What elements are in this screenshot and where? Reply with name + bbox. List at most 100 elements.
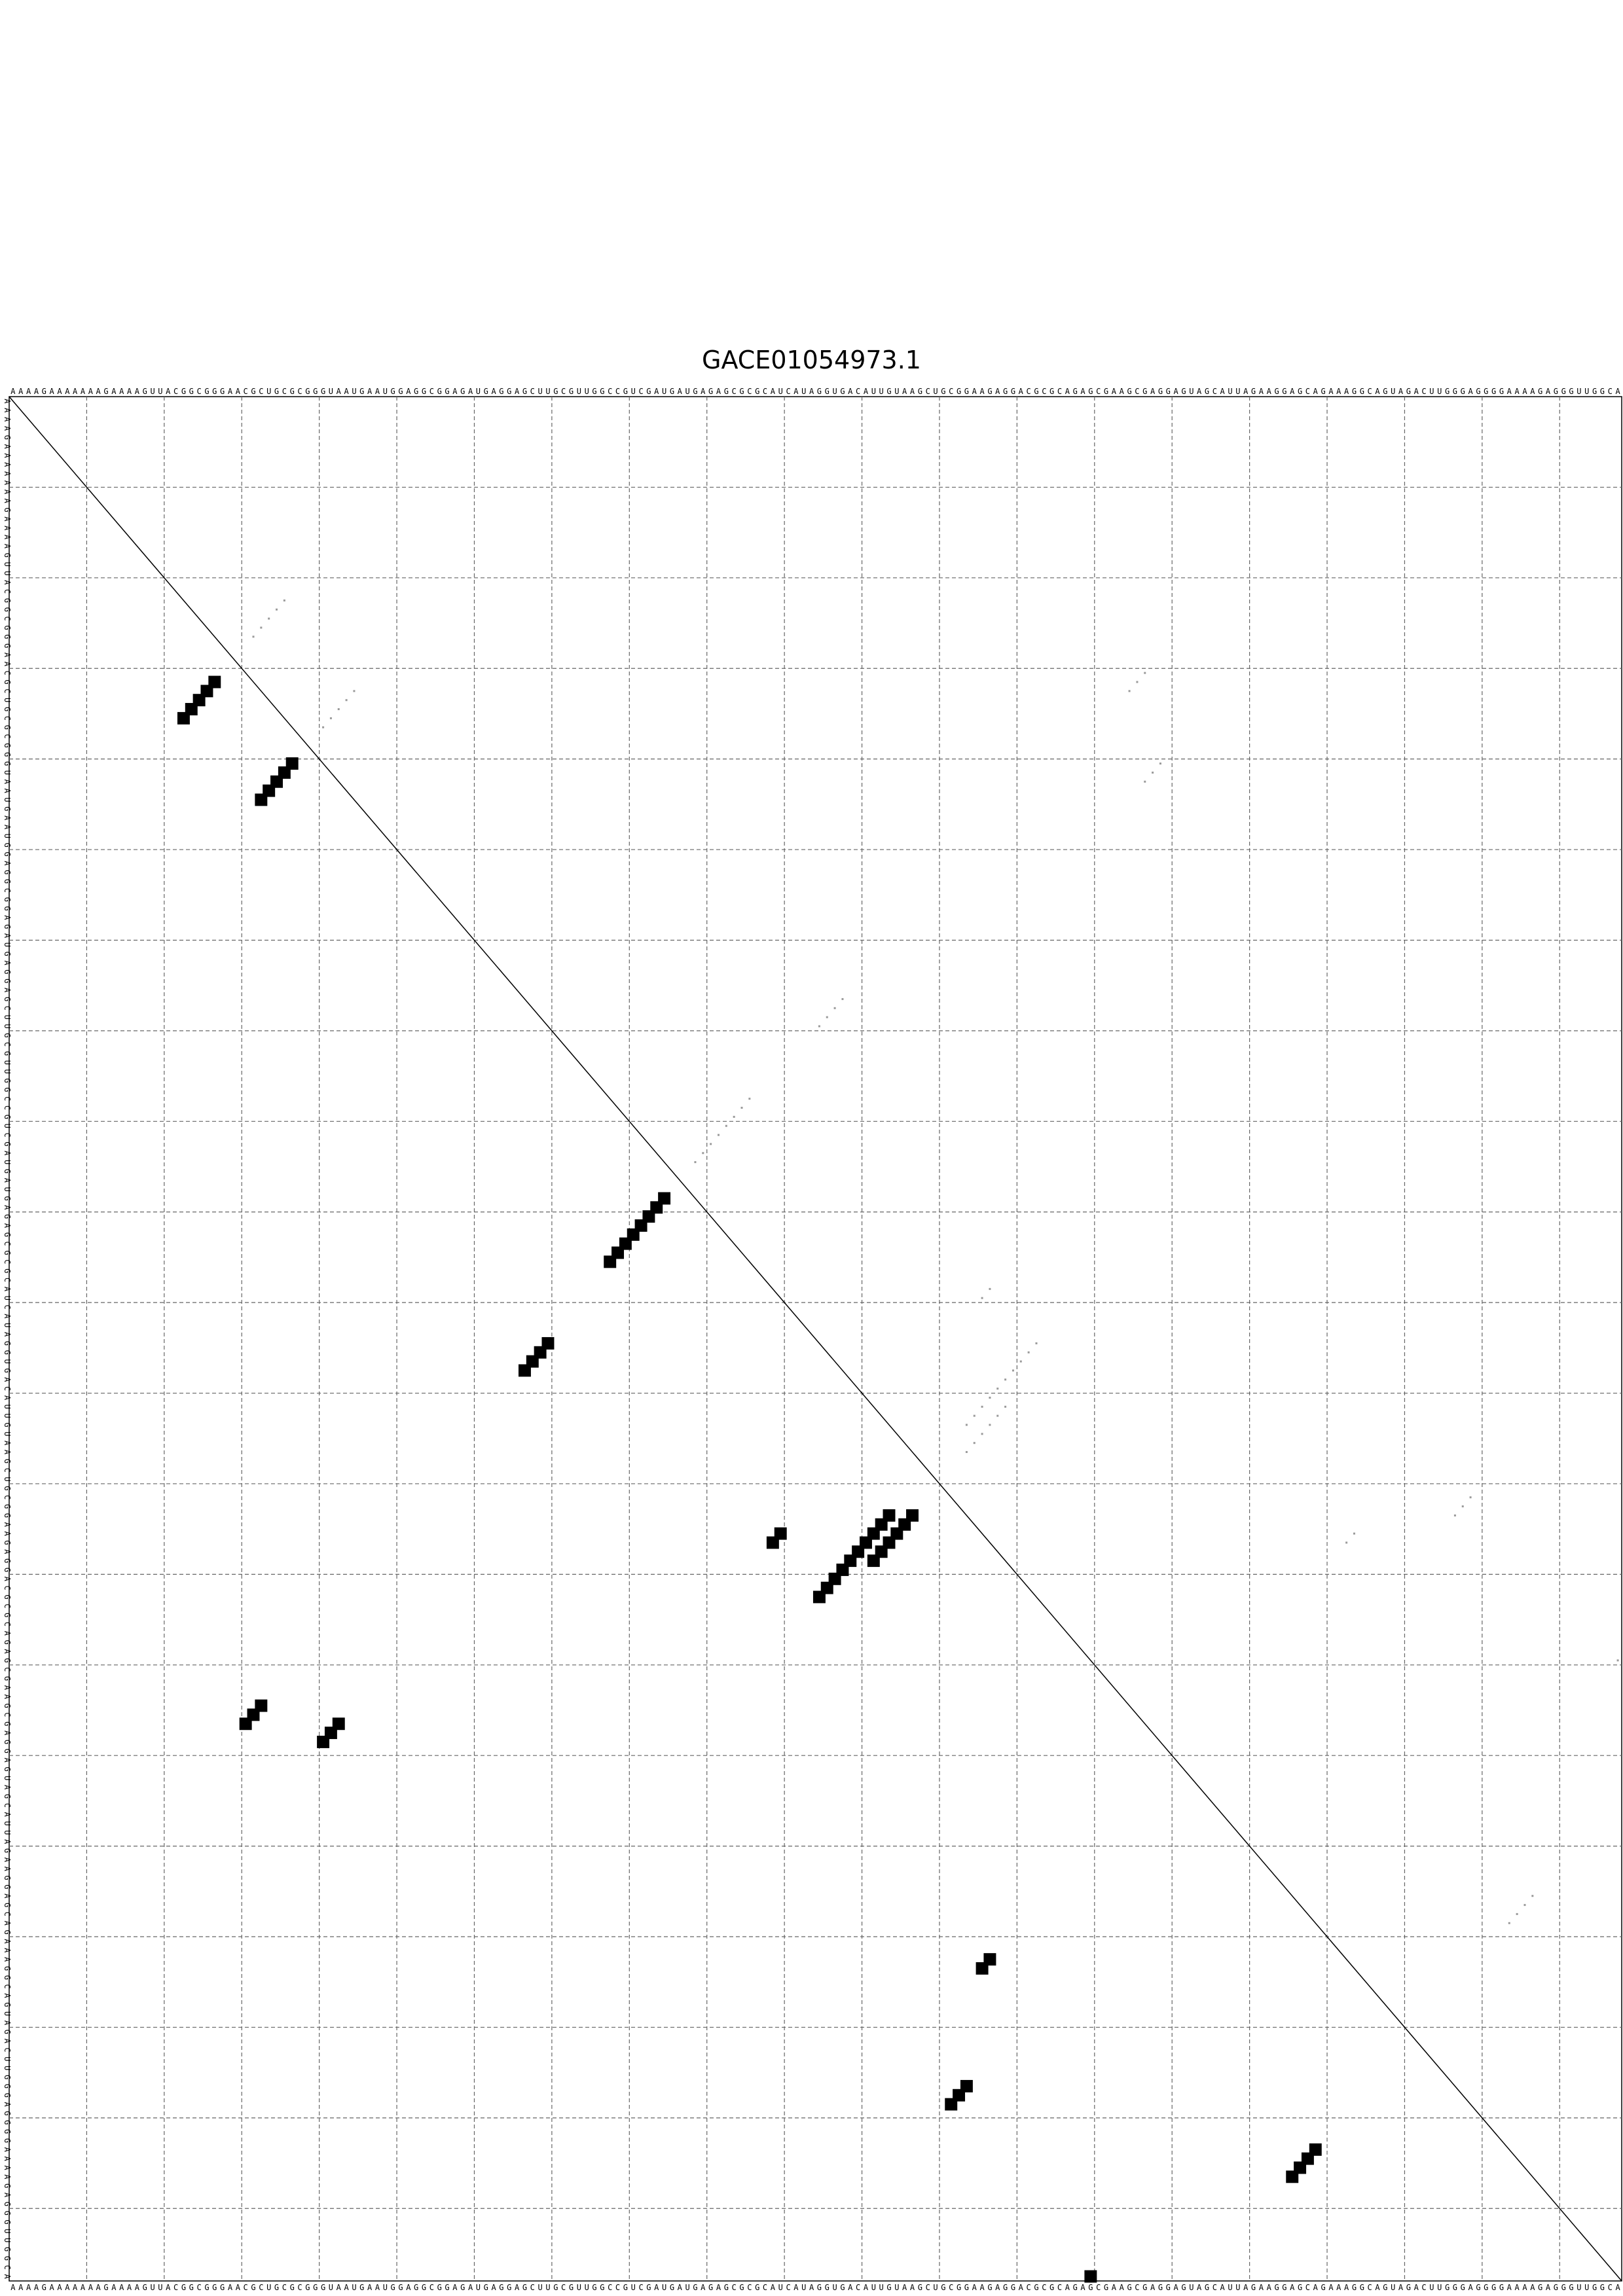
sequence-letter-bottom: G: [1499, 2283, 1504, 2292]
sequence-letter-left: A: [3, 1631, 12, 1636]
sequence-letter-left: U: [3, 1821, 12, 1825]
sequence-letter-left: G: [3, 625, 12, 630]
basepair-dot-upper: [1523, 1904, 1526, 1907]
sequence-letter-bottom: C: [1057, 2283, 1062, 2292]
basepair-dot-upper: [1531, 1895, 1534, 1897]
sequence-letter-top: G: [321, 387, 325, 396]
sequence-letter-bottom: A: [1220, 2283, 1226, 2292]
sequence-letter-left: G: [3, 435, 12, 440]
sequence-letter-bottom: G: [1127, 2283, 1131, 2292]
sequence-letter-top: U: [150, 387, 155, 396]
sequence-letter-bottom: A: [1259, 2283, 1264, 2292]
sequence-letter-left: G: [3, 1794, 12, 1799]
sequence-letter-left: A: [3, 915, 12, 920]
sequence-letter-bottom: G: [825, 2283, 830, 2292]
sequence-letter-bottom: G: [670, 2283, 674, 2292]
sequence-letter-left: G: [3, 1051, 12, 1056]
sequence-letter-bottom: A: [135, 2283, 140, 2292]
sequence-letter-top: A: [1243, 387, 1249, 396]
sequence-letter-bottom: G: [391, 2283, 395, 2292]
sequence-letter-top: G: [398, 387, 403, 396]
basepair-box: [541, 1336, 555, 1350]
sequence-letter-left: C: [3, 1242, 12, 1246]
sequence-letter-top: G: [1592, 387, 1597, 396]
sequence-letter-bottom: G: [212, 2283, 217, 2292]
sequence-letter-left: A: [3, 2039, 12, 2044]
basepair-dot-upper: [702, 1152, 704, 1155]
sequence-letter-bottom: A: [678, 2283, 683, 2292]
sequence-letter-bottom: U: [662, 2283, 666, 2292]
sequence-letter-top: G: [553, 387, 558, 396]
sequence-letter-left: C: [3, 1468, 12, 1473]
sequence-letter-top: A: [864, 387, 869, 396]
basepair-dot-upper: [996, 1414, 999, 1417]
sequence-letter-left: U: [3, 1830, 12, 1835]
sequence-letter-left: A: [3, 1577, 12, 1582]
sequence-letter-left: A: [3, 1921, 12, 1926]
sequence-letter-top: A: [119, 387, 124, 396]
sequence-letter-bottom: G: [964, 2283, 969, 2292]
sequence-letter-left: G: [3, 752, 12, 757]
sequence-letter-bottom: G: [189, 2283, 194, 2292]
sequence-letter-left: G: [3, 1115, 12, 1119]
sequence-letter-left: G: [3, 906, 12, 910]
sequence-letter-top: G: [204, 387, 209, 396]
sequence-letter-bottom: C: [638, 2283, 643, 2292]
sequence-letter-left: A: [3, 426, 12, 431]
sequence-letter-top: A: [1259, 387, 1264, 396]
basepair-dot-upper: [1012, 1369, 1014, 1372]
sequence-letter-left: G: [3, 1232, 12, 1237]
sequence-letter-bottom: G: [1104, 2283, 1108, 2292]
sequence-letter-bottom: G: [623, 2283, 628, 2292]
basepair-dot-upper: [353, 690, 356, 692]
basepair-dot-upper: [833, 1007, 836, 1009]
sequence-letter-top: U: [1429, 387, 1434, 396]
sequence-letter-left: G: [3, 761, 12, 766]
sequence-letter-bottom: A: [1150, 2283, 1156, 2292]
sequence-letter-top: U: [329, 387, 333, 396]
sequence-letter-top: A: [1019, 387, 1024, 396]
sequence-letter-top: C: [638, 387, 643, 396]
basepair-dot-upper: [989, 1287, 991, 1290]
sequence-letter-left: G: [3, 1504, 12, 1509]
sequence-letter-left: A: [3, 861, 12, 866]
sequence-letter-bottom: G: [321, 2283, 325, 2292]
basepair-dot-upper: [345, 699, 348, 702]
sequence-letter-top: A: [1546, 387, 1551, 396]
sequence-letter-left: A: [3, 471, 12, 476]
sequence-letter-bottom: U: [1577, 2283, 1581, 2292]
sequence-letter-left: G: [3, 2030, 12, 2034]
sequence-letter-bottom: U: [158, 2283, 162, 2292]
basepair-box: [255, 1699, 268, 1712]
basepair-box: [658, 1192, 671, 1205]
sequence-letter-top: G: [1406, 387, 1411, 396]
sequence-letter-bottom: A: [515, 2283, 520, 2292]
sequence-letter-top: C: [1368, 387, 1372, 396]
sequence-letter-bottom: A: [1080, 2283, 1085, 2292]
sequence-letter-left: C: [3, 888, 12, 893]
sequence-letter-bottom: C: [608, 2283, 612, 2292]
sequence-letter-top: U: [352, 387, 356, 396]
sequence-letter-left: U: [3, 1414, 12, 1418]
sequence-letter-top: A: [1507, 387, 1512, 396]
sequence-letter-left: G: [3, 1975, 12, 1980]
sequence-letter-bottom: U: [778, 2283, 783, 2292]
sequence-letter-top: A: [1120, 387, 1125, 396]
sequence-letter-left: A: [3, 2274, 12, 2279]
sequence-letter-left: G: [3, 2129, 12, 2134]
basepair-dot-upper: [1453, 1514, 1456, 1516]
sequence-letter-bottom: A: [96, 2283, 101, 2292]
sequence-letter-left: C: [3, 1604, 12, 1608]
sequence-letter-top: G: [941, 387, 945, 396]
sequence-letter-top: G: [918, 387, 922, 396]
sequence-letter-bottom: C: [747, 2283, 752, 2292]
sequence-letter-bottom: G: [1538, 2283, 1542, 2292]
sequence-letter-top: G: [1484, 387, 1488, 396]
sequence-letter-bottom: G: [445, 2283, 449, 2292]
sequence-letter-bottom: A: [491, 2283, 496, 2292]
sequence-letter-left: C: [3, 1712, 12, 1717]
sequence-letter-left: C: [3, 2047, 12, 2052]
sequence-letter-top: A: [1398, 387, 1404, 396]
sequence-letter-bottom: G: [886, 2283, 891, 2292]
sequence-letter-top: C: [530, 387, 535, 396]
